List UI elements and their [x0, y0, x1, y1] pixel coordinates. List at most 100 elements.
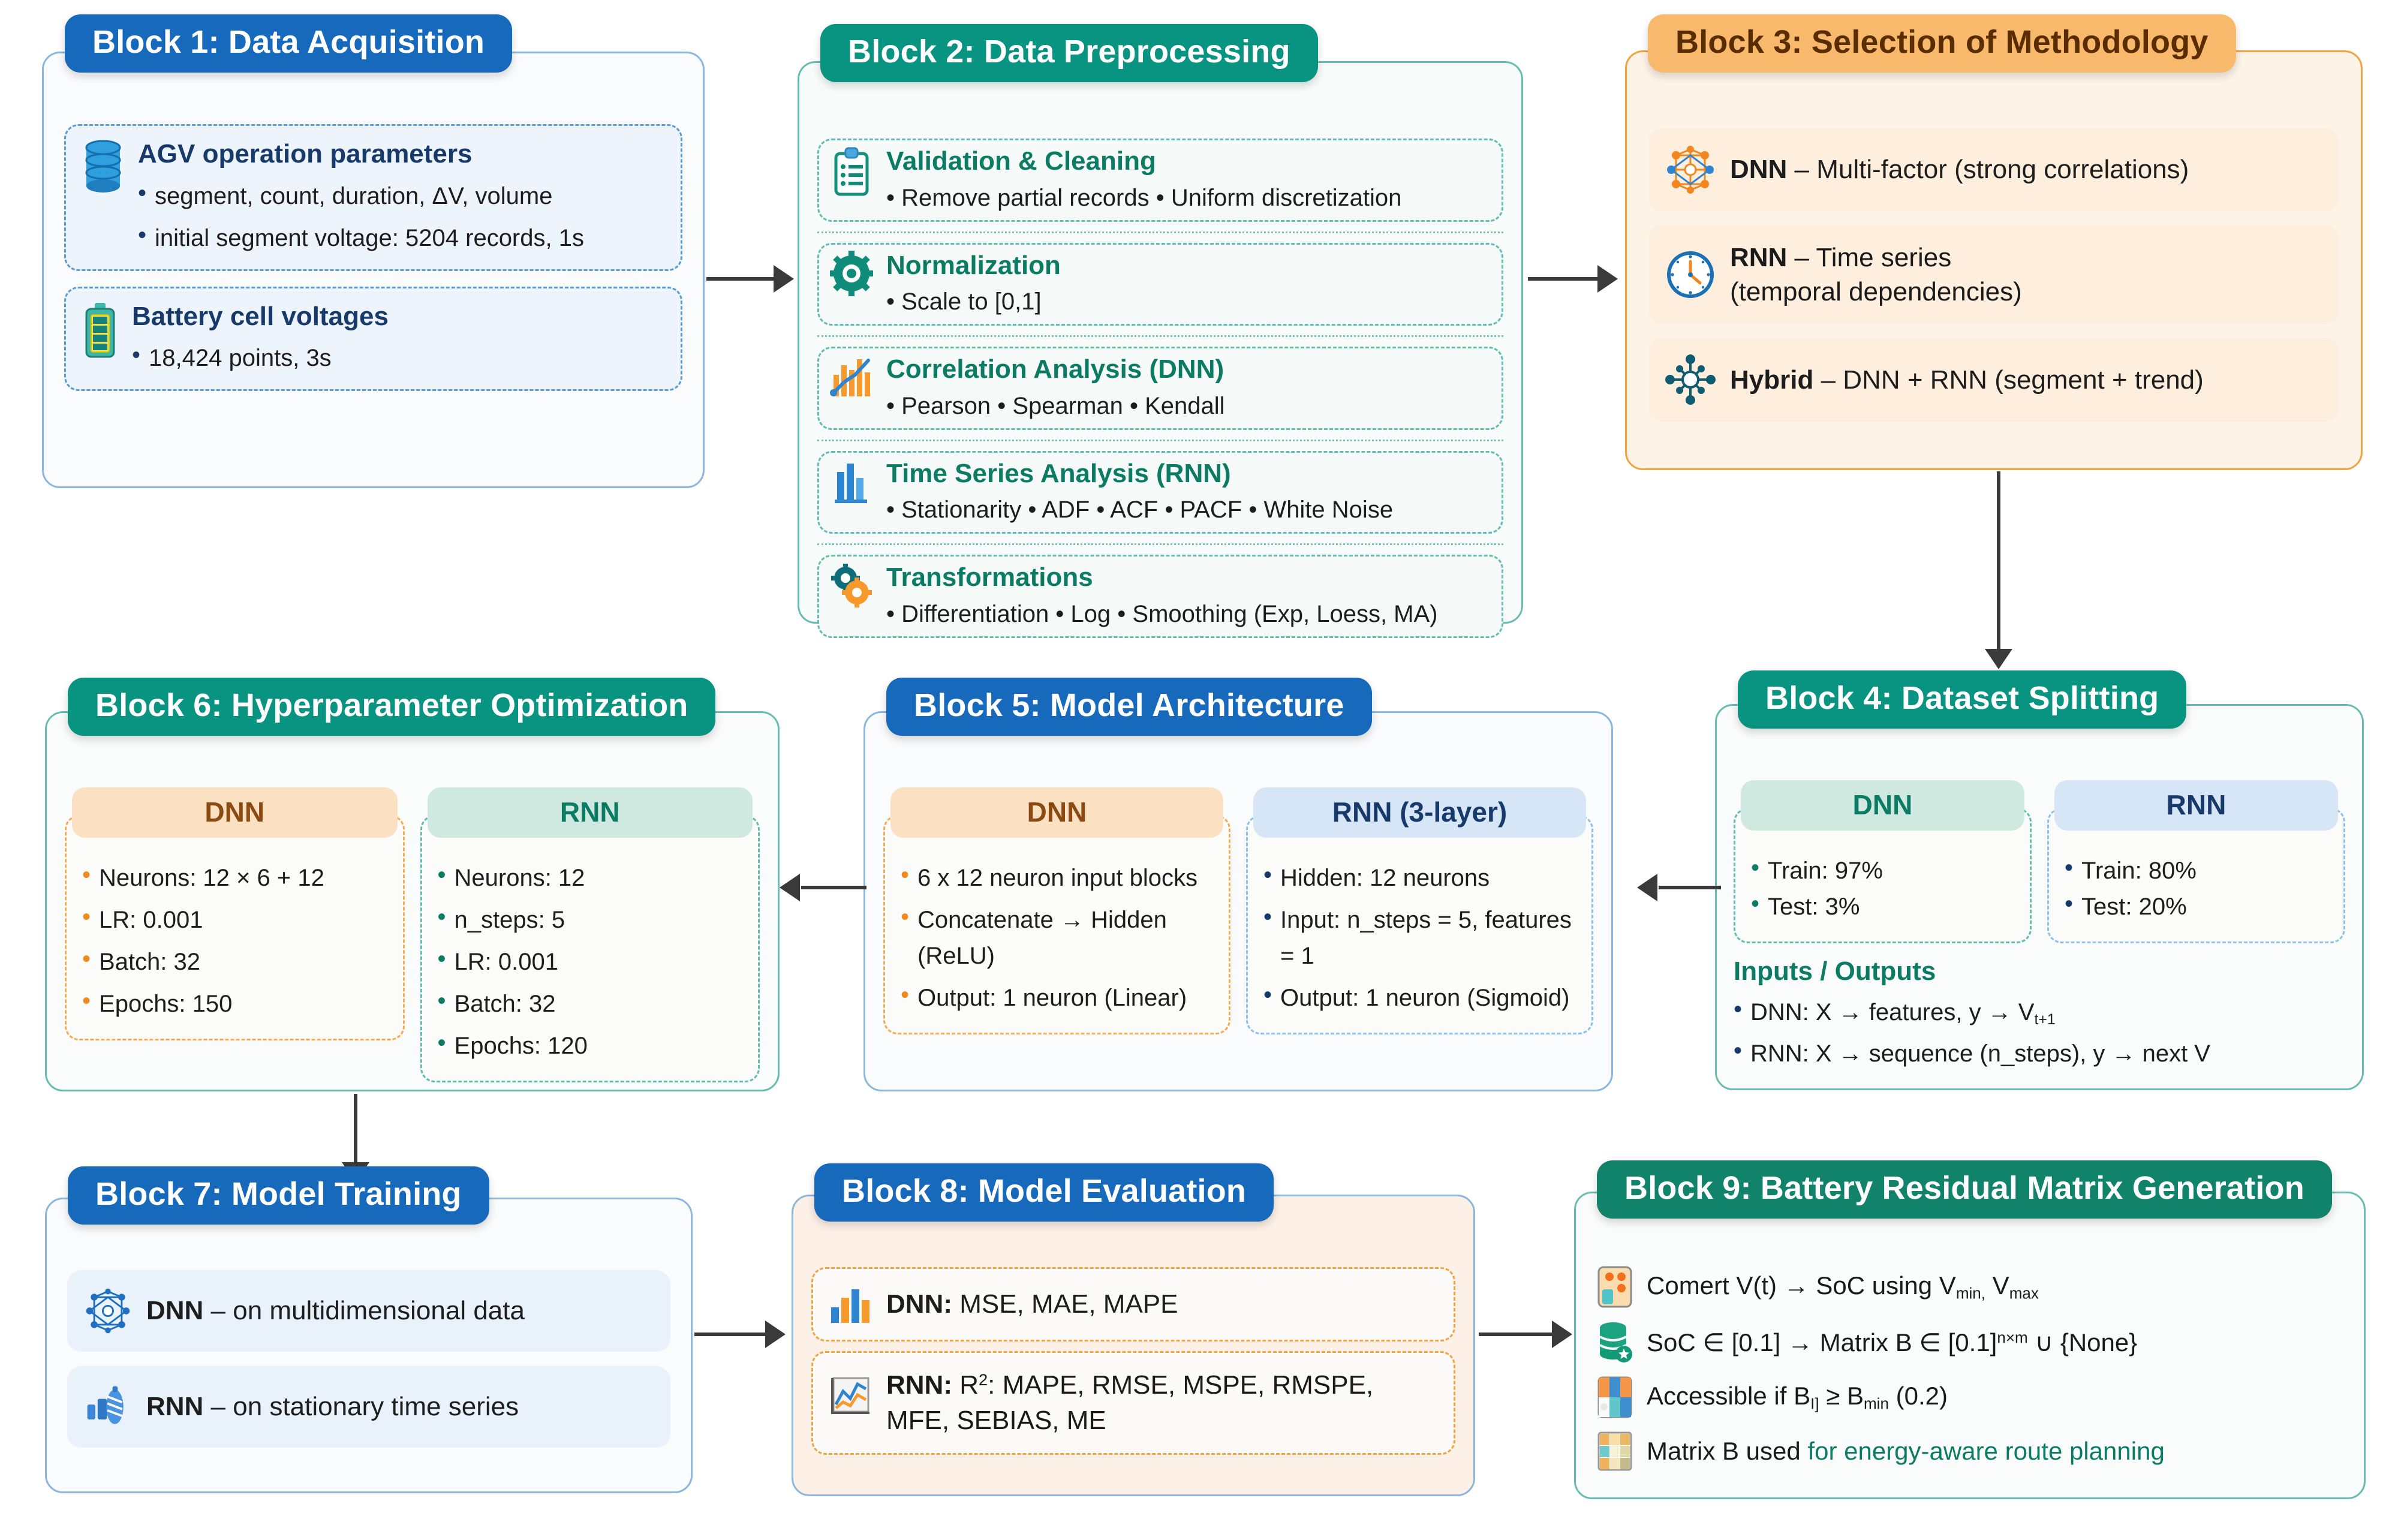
- train-rnn-desc: – on stationary time series: [203, 1392, 519, 1422]
- eval-rnn-label: RNN:: [886, 1370, 952, 1400]
- transformations-title: Transformations: [886, 563, 1093, 592]
- block-7-title: Block 7: Model Training: [68, 1166, 489, 1225]
- arrow-block8-to-block9: [1479, 1319, 1578, 1349]
- block-4-body: DNN •Train: 97% •Test: 3% RNN •Train: 80…: [1715, 704, 2364, 1090]
- methodology-item-dnn: DNN – Multi-factor (strong correlations): [1648, 128, 2339, 212]
- train-rnn-label: RNN: [146, 1392, 204, 1422]
- hybrid-net-icon: [1664, 353, 1717, 406]
- residual-item-2: SoC ∈ [0.1] → Matrix B ∈ [0.1]n×m ∪ {Non…: [1596, 1321, 2343, 1364]
- normalization-line: • Scale to [0,1]: [886, 288, 1042, 315]
- time-series-analysis-card: Time Series Analysis (RNN) • Stationarit…: [817, 450, 1503, 534]
- hp-rnn-3: LR: 0.001: [454, 949, 558, 975]
- block-7-body: DNN – on multidimensional data: [45, 1198, 693, 1493]
- bullet-icon: •: [2065, 855, 2074, 881]
- block-6-title: Block 6: Hyperparameter Optimization: [68, 678, 716, 736]
- arch-col-rnn: RNN (3-layer) • Hidden: 12 neurons • Input…: [1246, 787, 1593, 1034]
- bullet-icon: •: [132, 342, 141, 369]
- io-dnn: DNN: X → features, y → V: [1750, 998, 2035, 1025]
- block-9: Block 9: Battery Residual Matrix Generat…: [1574, 1160, 2366, 1499]
- block-2-body: Validation & Cleaning • Remove partial r…: [798, 61, 1523, 638]
- hp-dnn-3: Batch: 32: [99, 949, 201, 975]
- arch-dnn-label: DNN: [890, 787, 1223, 838]
- bullet-icon: •: [1263, 982, 1272, 1008]
- battery-line-1: 18,424 points, 3s: [149, 345, 332, 372]
- bullet-icon: •: [82, 988, 91, 1014]
- agv-parameters-title: AGV operation parameters: [138, 139, 473, 169]
- neural-net-icon: [1664, 143, 1717, 196]
- block-1: Block 1: Data Acquisition AGV operation …: [42, 14, 705, 488]
- inputs-outputs-title: Inputs / Outputs: [1734, 957, 1936, 986]
- hp-dnn-label: DNN: [72, 787, 398, 838]
- methodology-item-rnn: RNN – Time series (temporal dependencies…: [1648, 225, 2339, 325]
- residual-item-3: Accessible if BI] ≥ Bmin (0.2): [1596, 1376, 2343, 1419]
- arrow-block5-to-block6: [780, 873, 866, 903]
- residual-2-sup: n×m: [1997, 1328, 2028, 1346]
- time-series-title: Time Series Analysis (RNN): [886, 458, 1231, 488]
- eval-rnn-r: R: [952, 1370, 979, 1400]
- line-chart-icon: [828, 1373, 873, 1419]
- bullet-icon: •: [138, 221, 147, 248]
- bullet-icon: •: [901, 862, 910, 888]
- split-col-rnn: RNN •Train: 80% •Test: 20%: [2047, 780, 2345, 943]
- block-2-title: Block 2: Data Preprocessing: [820, 24, 1318, 82]
- arrow-block7-to-block8: [694, 1319, 790, 1349]
- soc-card-icon: [1596, 1265, 1633, 1309]
- hp-rnn-label: RNN: [427, 787, 753, 838]
- arch-dnn-1: 6 x 12 neuron input blocks: [917, 865, 1197, 891]
- hybrid-desc: – DNN + RNN (segment + trend): [1813, 365, 2204, 395]
- bullet-icon: •: [138, 179, 147, 206]
- hp-rnn-4: Batch: 32: [454, 991, 556, 1017]
- block-8-title: Block 8: Model Evaluation: [814, 1163, 1274, 1222]
- rnn-test: Test: 20%: [2081, 894, 2187, 920]
- residual-1-sub1: min,: [1955, 1284, 1985, 1303]
- arrow-block4-to-block5: [1637, 873, 1721, 903]
- arch-rnn-label: RNN (3-layer): [1253, 787, 1586, 838]
- transformations-card: Transformations • Differentiation • Log …: [817, 555, 1503, 638]
- divider: [817, 543, 1503, 546]
- residual-4-text: Matrix B used: [1647, 1437, 1808, 1465]
- eval-dnn-metrics: MSE, MAE, MAPE: [952, 1289, 1178, 1319]
- grid-icon: [1596, 1431, 1633, 1472]
- normalization-title: Normalization: [886, 250, 1061, 280]
- divider: [817, 231, 1503, 233]
- rnn-icon: [83, 1382, 133, 1432]
- bullet-icon: •: [1263, 862, 1272, 888]
- block-5-body: DNN • 6 x 12 neuron input blocks • Concate…: [863, 711, 1613, 1091]
- split-dnn-label: DNN: [1741, 780, 2024, 831]
- arch-col-dnn: DNN • 6 x 12 neuron input blocks • Concate…: [883, 787, 1230, 1034]
- validation-line: • Remove partial records • Uniform discr…: [886, 184, 1402, 211]
- block-3-body: DNN – Multi-factor (strong correlations): [1625, 50, 2363, 470]
- io-dnn-sub: t+1: [2034, 1011, 2056, 1028]
- bar-chart-icon: [828, 1283, 873, 1325]
- residual-3-text2: ≥ B: [1819, 1381, 1864, 1410]
- split-rnn-label: RNN: [2054, 780, 2338, 831]
- battery-icon: [82, 302, 119, 359]
- arch-rnn-1: Hidden: 12 neurons: [1280, 865, 1490, 891]
- battery-voltages-title: Battery cell voltages: [132, 301, 389, 331]
- agv-parameters-card: AGV operation parameters • segment, coun…: [64, 124, 682, 271]
- dnn-test: Test: 3%: [1768, 894, 1860, 920]
- bullet-icon: •: [437, 1030, 446, 1056]
- residual-item-4: Matrix B used for energy-aware route pla…: [1596, 1431, 2343, 1472]
- arch-rnn-2: Input: n_steps = 5, features = 1: [1280, 907, 1572, 969]
- training-item-dnn: DNN – on multidimensional data: [67, 1270, 670, 1352]
- dnn-desc: – Multi-factor (strong correlations): [1787, 155, 2189, 185]
- dnn-train: Train: 97%: [1768, 858, 1883, 884]
- block-4: Block 4: Dataset Splitting DNN • Train: 9…: [1715, 670, 2364, 1090]
- residual-3-text: Accessible if B: [1647, 1381, 1811, 1410]
- bullet-icon: •: [901, 904, 910, 930]
- correlation-title: Correlation Analysis (DNN): [886, 354, 1224, 384]
- gear-icon: [830, 250, 873, 296]
- hp-dnn-2: LR: 0.001: [99, 907, 203, 933]
- train-dnn-desc: – on multidimensional data: [203, 1296, 525, 1326]
- block-1-body: AGV operation parameters • segment, coun…: [42, 52, 705, 488]
- time-series-line: • Stationarity • ADF • ACF • PACF • Whit…: [886, 497, 1394, 524]
- hp-dnn-1: Neurons: 12 × 6 + 12: [99, 865, 324, 891]
- arch-dnn-2: Concatenate → Hidden (ReLU): [917, 907, 1167, 969]
- dnn-label: DNN: [1730, 155, 1788, 185]
- hybrid-label: Hybrid: [1730, 365, 1814, 395]
- eval-item-dnn: DNN: MSE, MAE, MAPE: [811, 1267, 1455, 1342]
- hp-col-dnn: DNN •Neurons: 12 × 6 + 12 •LR: 0.001 •Ba…: [65, 787, 405, 1040]
- block-4-title: Block 4: Dataset Splitting: [1738, 670, 2187, 729]
- agv-line-1: segment, count, duration, ΔV, volume: [155, 182, 553, 209]
